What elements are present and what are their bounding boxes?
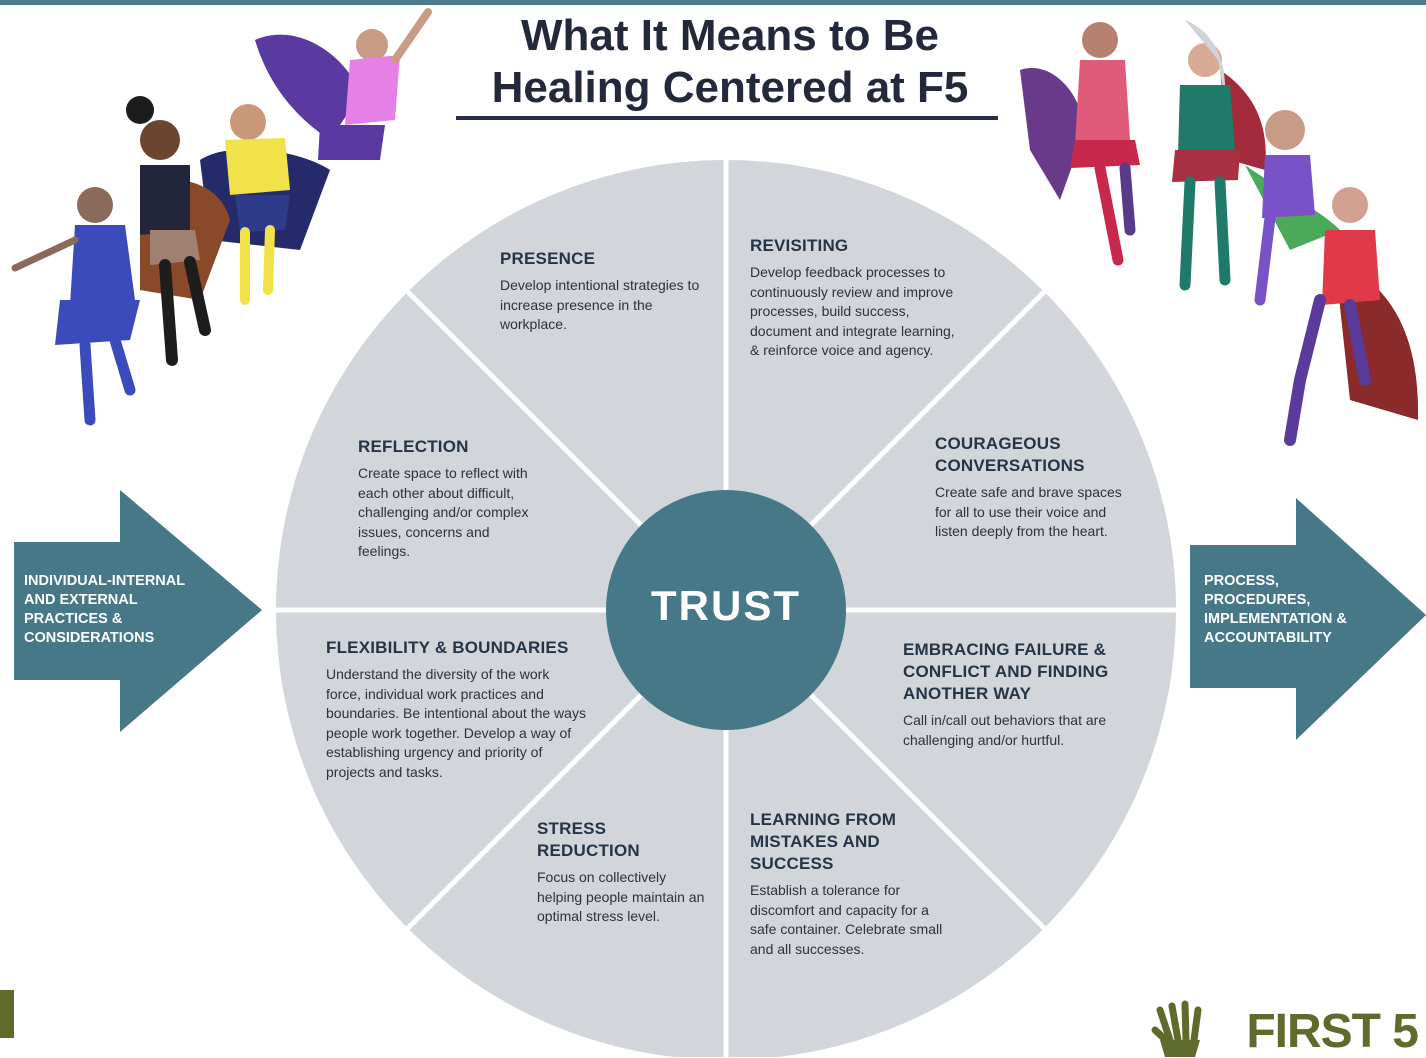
superhero-group-right bbox=[1020, 20, 1419, 446]
title-underline bbox=[456, 116, 998, 120]
segment-embracing-failure: EMBRACING FAILURE & CONFLICT AND FINDING… bbox=[903, 639, 1143, 750]
first5-logo-text: FIRST 5 bbox=[1246, 1005, 1419, 1058]
segment-heading: PRESENCE bbox=[500, 249, 596, 268]
right-arrow bbox=[1190, 498, 1426, 740]
trust-center-label: TRUST bbox=[651, 582, 801, 629]
top-accent-bar bbox=[0, 0, 1426, 5]
page-title: What It Means to Be Healing Centered at … bbox=[420, 10, 1040, 114]
segment-body: Focus on collectively helping people mai… bbox=[537, 869, 705, 924]
segment-heading: STRESS REDUCTION bbox=[537, 819, 640, 860]
segment-presence: PRESENCE Develop intentional strategies … bbox=[500, 248, 705, 335]
segment-heading: REFLECTION bbox=[358, 437, 469, 456]
trust-center-circle bbox=[606, 490, 846, 730]
segment-body: Develop intentional strategies to increa… bbox=[500, 277, 700, 332]
segment-body: Establish a tolerance for discomfort and… bbox=[750, 882, 943, 957]
title-line-1: What It Means to Be bbox=[520, 11, 940, 60]
segment-heading: FLEXIBILITY & BOUNDARIES bbox=[326, 638, 569, 657]
segment-revisiting: REVISITING Develop feedback processes to… bbox=[750, 235, 965, 361]
hand-logo-icon bbox=[1151, 1000, 1202, 1057]
segment-courageous-conversations: COURAGEOUS CONVERSATIONS Create safe and… bbox=[935, 433, 1125, 542]
left-logo-fragment bbox=[0, 990, 14, 1038]
segment-body: Understand the diversity of the work for… bbox=[326, 666, 586, 780]
segment-body: Create space to reflect with each other … bbox=[358, 465, 529, 559]
segment-body: Create safe and brave spaces for all to … bbox=[935, 484, 1122, 539]
left-arrow bbox=[14, 490, 262, 732]
segment-heading: REVISITING bbox=[750, 236, 849, 255]
right-arrow-label: PROCESS, PROCEDURES, IMPLEMENTATION & AC… bbox=[1204, 573, 1347, 646]
segment-heading: COURAGEOUS CONVERSATIONS bbox=[935, 434, 1085, 475]
left-arrow-label: INDIVIDUAL-INTERNAL AND EXTERNAL PRACTIC… bbox=[24, 573, 186, 646]
segment-flexibility-boundaries: FLEXIBILITY & BOUNDARIES Understand the … bbox=[326, 637, 586, 782]
title-line-2: Healing Centered at F5 bbox=[491, 63, 969, 112]
superhero-group-left bbox=[11, 8, 432, 426]
segment-reflection: REFLECTION Create space to reflect with … bbox=[358, 436, 538, 562]
segment-body: Call in/call out behaviors that are chal… bbox=[903, 712, 1107, 748]
segment-body: Develop feedback processes to continuous… bbox=[750, 264, 955, 358]
segment-heading: LEARNING FROM MISTAKES AND SUCCESS bbox=[750, 810, 897, 873]
segment-learning-from-mistakes: LEARNING FROM MISTAKES AND SUCCESS Estab… bbox=[750, 809, 950, 959]
segment-stress-reduction: STRESS REDUCTION Focus on collectively h… bbox=[537, 818, 712, 927]
trust-wheel bbox=[272, 155, 1180, 1057]
segment-heading: EMBRACING FAILURE & CONFLICT AND FINDING… bbox=[903, 640, 1109, 703]
